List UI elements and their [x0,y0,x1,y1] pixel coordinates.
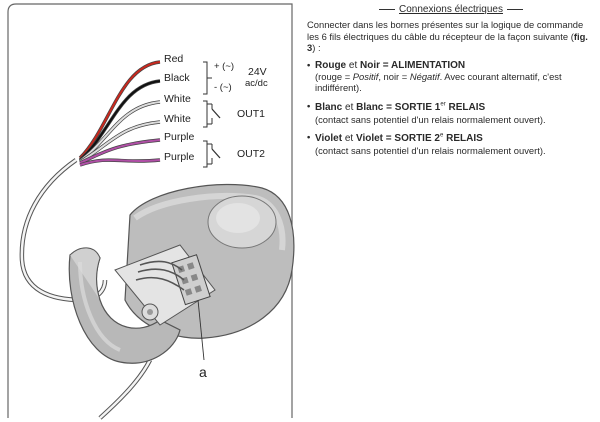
list-item-relay-1: • Blanc et Blanc = SORTIE 1er RELAIS (co… [307,99,546,125]
wire-2 [79,80,161,161]
power-bracket [203,61,208,95]
out1-label: OUT1 [237,108,266,120]
wire-label-red: Red [164,53,184,65]
wire-6 [79,159,161,166]
intro-paragraph: Connecter dans les bornes présentes sur … [307,19,588,54]
power-minus-label: - (~) [214,82,232,93]
list-item-relay-2: • Violet et Violet = SORTIE 2e RELAIS (c… [307,130,546,156]
wire-4 [79,121,161,163]
figure-frame [7,3,293,418]
wire-3 [79,101,161,162]
wire-5 [79,139,161,164]
callout-a-line [197,299,205,361]
out2-label: OUT2 [237,148,266,160]
terminal-board [114,244,216,326]
lower-cable [99,359,152,419]
current-type-label: ac/dc [245,78,268,89]
relay-out1-symbol [203,100,221,128]
wire-label-white-2: White [164,113,191,125]
wire-1 [79,61,161,159]
section-heading: Connexions électriques [307,4,595,15]
power-plus-label: + (~) [214,61,235,72]
relay-out2-symbol [203,140,221,168]
figure-reference: fig. 3 [307,30,588,54]
wire-label-purple-1: Purple [164,131,195,143]
wire-bundle [78,60,161,167]
callout-a-label: a [199,364,207,380]
wiring-illustration [7,3,295,420]
instructions-panel: Connexions électriques Connecter dans le… [307,4,595,162]
wiring-figure: Red Black White White Purple Purple + (~… [7,3,295,420]
list-item-power: • Rouge et Noir = ALIMENTATION (rouge = … [307,58,562,94]
wire-label-black: Black [164,72,190,84]
wire-label-white-1: White [164,93,191,105]
wire-label-purple-2: Purple [164,151,195,163]
voltage-label: 24V [248,66,267,78]
lower-cable-outline [98,358,153,420]
open-cover [68,247,181,364]
wire-function-list: • Rouge et Noir = ALIMENTATION (rouge = … [307,59,595,157]
